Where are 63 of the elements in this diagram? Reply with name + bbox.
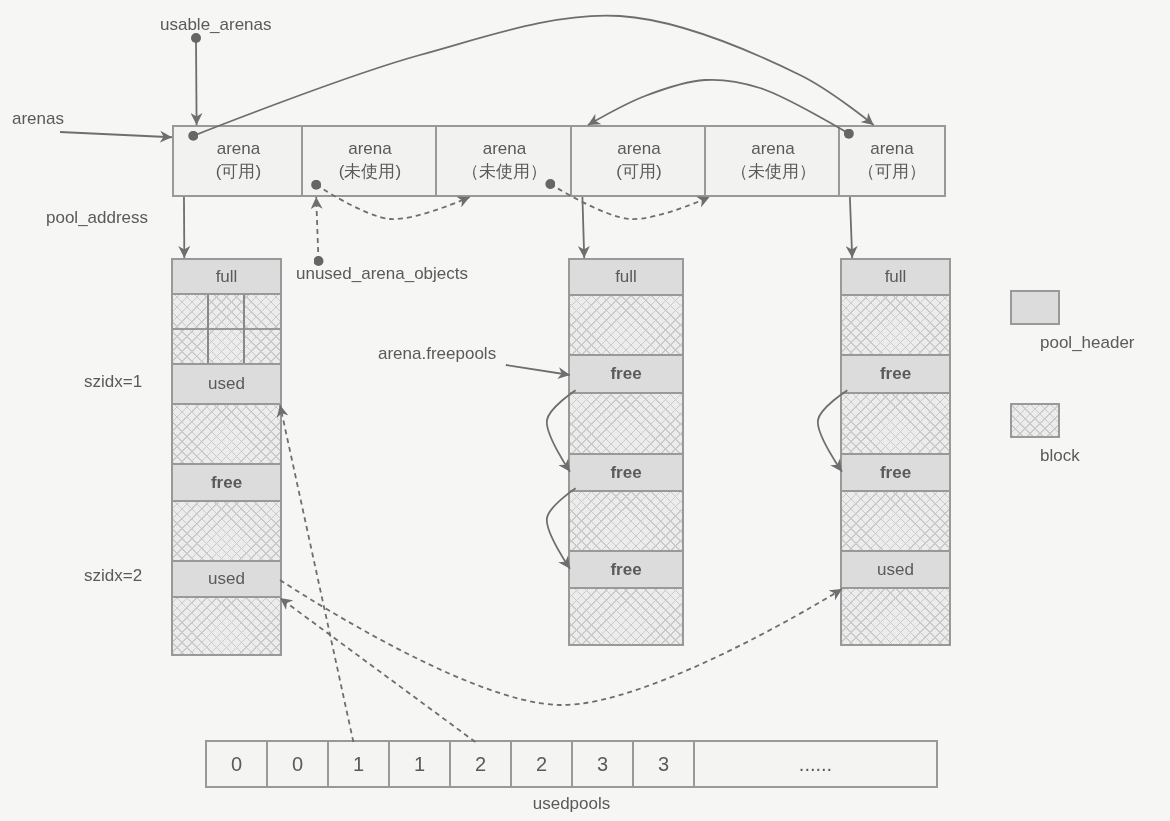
- array-cell: 1: [329, 742, 390, 786]
- arrow: [178, 196, 191, 259]
- block-row: [842, 492, 949, 552]
- block-row: [173, 405, 280, 465]
- pool-header-row: full: [570, 260, 682, 296]
- arrow: [817, 389, 849, 473]
- pointer-label: unused_arena_objects: [296, 261, 546, 287]
- array-cell: 2: [512, 742, 573, 786]
- legend-label: block: [1040, 446, 1080, 466]
- pool-column: [171, 258, 282, 656]
- pool-header-row: free: [570, 455, 682, 492]
- array-cell: 2: [451, 742, 512, 786]
- arrow: [59, 130, 173, 143]
- pool-header-row: used: [173, 365, 280, 405]
- index-label: szidx=1: [84, 372, 143, 392]
- block-row: [842, 394, 949, 455]
- arrow: [279, 579, 843, 706]
- index-label: szidx=2: [84, 566, 143, 586]
- block-row: [570, 492, 682, 552]
- arrow: [587, 78, 854, 139]
- pool-header-row: free: [842, 356, 949, 394]
- block-row: [173, 598, 280, 654]
- pool-header-row: used: [842, 552, 949, 589]
- block-row: [570, 589, 682, 644]
- pool-header-row: free: [842, 455, 949, 492]
- arrow: [279, 597, 477, 743]
- arrow: [577, 196, 590, 259]
- array-cell: ......: [695, 742, 936, 786]
- pool-header-row: full: [173, 260, 280, 295]
- legend-label: pool_header: [1040, 333, 1135, 353]
- pool-header-row: free: [570, 356, 682, 394]
- pool-header-row: free: [570, 552, 682, 589]
- block-row: [173, 502, 280, 562]
- pointer-label: usable_arenas: [160, 12, 320, 38]
- arrow: [311, 179, 471, 220]
- block-row: [842, 589, 949, 644]
- arrow: [546, 487, 577, 570]
- array-cell: 0: [268, 742, 329, 786]
- arrow: [545, 179, 711, 220]
- arrow: [190, 33, 203, 126]
- pool-header-row: free: [173, 465, 280, 502]
- arena-cell: arena （可用）: [838, 125, 946, 197]
- array-cell: 0: [207, 742, 268, 786]
- arrow: [276, 404, 355, 743]
- pool-column: [840, 258, 951, 646]
- block-row: [173, 295, 280, 365]
- block-row: [842, 296, 949, 356]
- arrow: [188, 14, 875, 141]
- arrow: [504, 364, 571, 380]
- pool-column: [568, 258, 684, 646]
- block-row: [570, 296, 682, 356]
- array-cell: 3: [573, 742, 634, 786]
- pointer-label: arena.freepools: [378, 341, 566, 365]
- pool-header-row: used: [173, 562, 280, 598]
- array-cell: 1: [390, 742, 451, 786]
- pool-header-row: full: [842, 260, 949, 296]
- array-caption: usedpools: [532, 794, 611, 814]
- arrow: [845, 196, 858, 259]
- array-cell: 3: [634, 742, 695, 786]
- block-row: [570, 394, 682, 455]
- arrow: [546, 389, 577, 473]
- pointer-label: arenas: [12, 106, 92, 132]
- arrow: [310, 196, 324, 266]
